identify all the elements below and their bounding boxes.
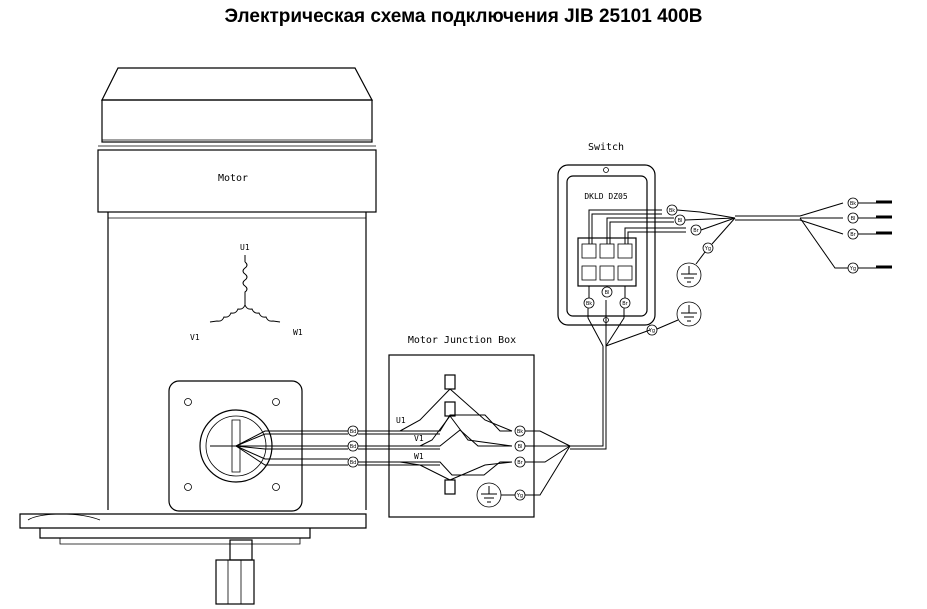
supply-tag-yg: Yg: [849, 266, 856, 272]
motor-to-junction-wires: [235, 414, 512, 476]
switch-top-ground-icon: [676, 251, 706, 288]
motor-fan-cover: [101, 99, 373, 143]
page-title: Электрическая схема подключения JIB 2510…: [224, 6, 703, 27]
junction-ground-icon: [476, 482, 502, 508]
motor: Motor U1 V1 W1: [19, 67, 377, 605]
switch-title: Switch: [588, 142, 624, 153]
winding-v1-label: V1: [190, 333, 200, 342]
switch-bottom-tag-br: Br: [622, 301, 628, 307]
switch-inner-case: [566, 175, 648, 317]
jb-tag-bk: Bk: [517, 429, 523, 435]
winding-w1-label: W1: [293, 328, 303, 337]
jb-u1-label: U1: [396, 416, 406, 425]
jb-tag-bl: Bl: [518, 444, 523, 450]
motor-shaft: [215, 559, 255, 605]
winding-u1-label: U1: [240, 243, 250, 252]
switch-top-tag-yg: Yg: [704, 246, 711, 252]
switch-top-tag-bl: Bl: [678, 218, 683, 224]
switch-bottom-tag-bl: Bl: [605, 290, 610, 296]
jb-w1-label: W1: [414, 452, 424, 461]
switch-ground-tag-yg: Yg: [648, 328, 655, 334]
switch-terminal-block: [577, 237, 637, 287]
motor-junction-box: Motor Junction Box U1 V1 W1 Bk Bl Br Yg: [388, 335, 535, 518]
switch-outer-case: [557, 164, 656, 326]
motor-label-band: [97, 149, 377, 213]
switch-supply-wires: Bk Bl Br Yg Yg: [646, 197, 892, 336]
motor-base: [19, 513, 367, 529]
motor-shaft-housing: [229, 539, 253, 561]
supply-tag-bk: Bk: [850, 201, 856, 207]
switch-top-tag-bk: Bk: [669, 208, 675, 214]
supply-tag-br: Br: [850, 232, 856, 238]
motor-label: Motor: [218, 173, 248, 184]
motor-tag-3: Bd: [350, 460, 357, 466]
junction-to-switch-wires: [525, 300, 651, 496]
junction-box-title: Motor Junction Box: [408, 335, 516, 346]
connector-bottom: [444, 479, 456, 495]
jb-v1-label: V1: [414, 434, 424, 443]
motor-body: [107, 212, 367, 510]
switch-model: DKLD DZ05: [584, 192, 628, 201]
switch: Switch DKLD DZ05 Bk Bl Br: [557, 142, 686, 326]
connector-top: [444, 374, 456, 390]
switch-bottom-ground-icon: [676, 301, 702, 327]
star-winding-symbol: U1 V1 W1: [190, 243, 303, 342]
switch-top-tag-br: Br: [693, 228, 699, 234]
jb-tag-br: Br: [517, 460, 523, 466]
switch-bottom-tag-bk: Bk: [586, 301, 592, 307]
motor-terminal-tags: Bd Bd Bd: [347, 425, 359, 468]
connector-middle: [444, 401, 456, 417]
junction-box-outline: [388, 354, 535, 518]
motor-tag-1: Bd: [350, 429, 357, 435]
supply-tag-bl: Bl: [851, 216, 856, 222]
motor-top-cap: [101, 67, 373, 101]
jb-tag-yg: Yg: [516, 493, 523, 499]
motor-tag-2: Bd: [350, 444, 357, 450]
